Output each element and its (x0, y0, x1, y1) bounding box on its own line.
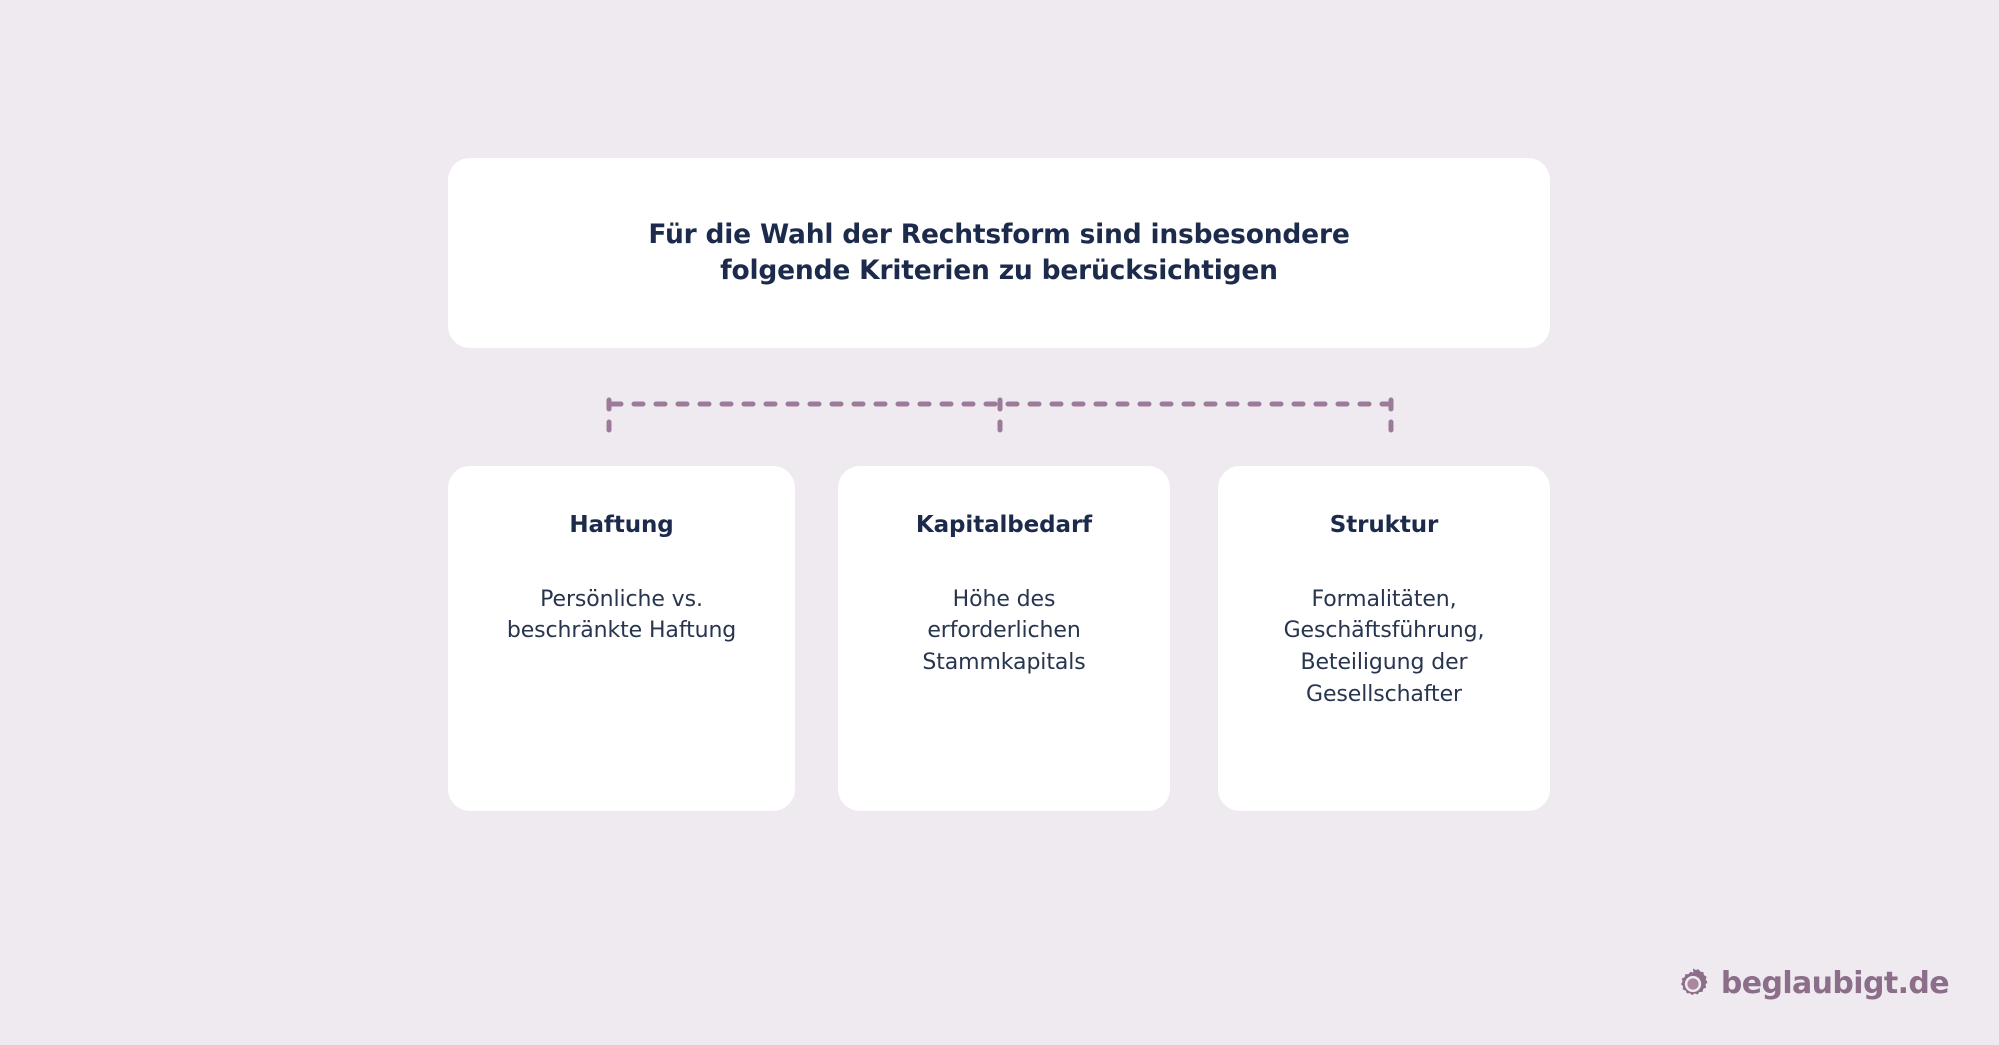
header-card: Für die Wahl der Rechtsform sind insbeso… (448, 158, 1550, 348)
criteria-card-struktur: Struktur Formalitäten, Geschäftsführung,… (1218, 466, 1550, 811)
criteria-card-haftung: Haftung Persönliche vs. beschränkte Haft… (448, 466, 795, 811)
dashed-connector (600, 384, 1400, 440)
criteria-card-title: Struktur (1329, 512, 1439, 538)
criteria-card-body: Formalitäten, Geschäftsführung, Beteilig… (1283, 586, 1485, 707)
criteria-card-body: Persönliche vs. beschränkte Haftung (506, 586, 737, 644)
header-title-line-1: Für die Wahl der Rechtsform sind insbeso… (648, 218, 1350, 250)
criteria-card-body: Höhe des erforderlichen Stammkapitals (922, 586, 1086, 675)
seal-inner-dot (1687, 978, 1699, 990)
brand-logo: beglaubigt.de (1676, 966, 1950, 1001)
criteria-cards: Haftung Persönliche vs. beschränkte Haft… (0, 466, 1999, 811)
brand-name: beglaubigt.de (1720, 966, 1950, 1001)
criteria-card-title: Haftung (569, 512, 674, 538)
criteria-card-title: Kapitalbedarf (915, 512, 1093, 538)
header-title: Für die Wahl der Rechtsform sind insbeso… (648, 217, 1349, 289)
header-title-line-2: folgende Kriterien zu berücksichtigen (720, 255, 1278, 286)
seal-badge-icon (1680, 968, 1708, 996)
criteria-card-kapitalbedarf: Kapitalbedarf Höhe des erforderlichen St… (838, 466, 1170, 811)
